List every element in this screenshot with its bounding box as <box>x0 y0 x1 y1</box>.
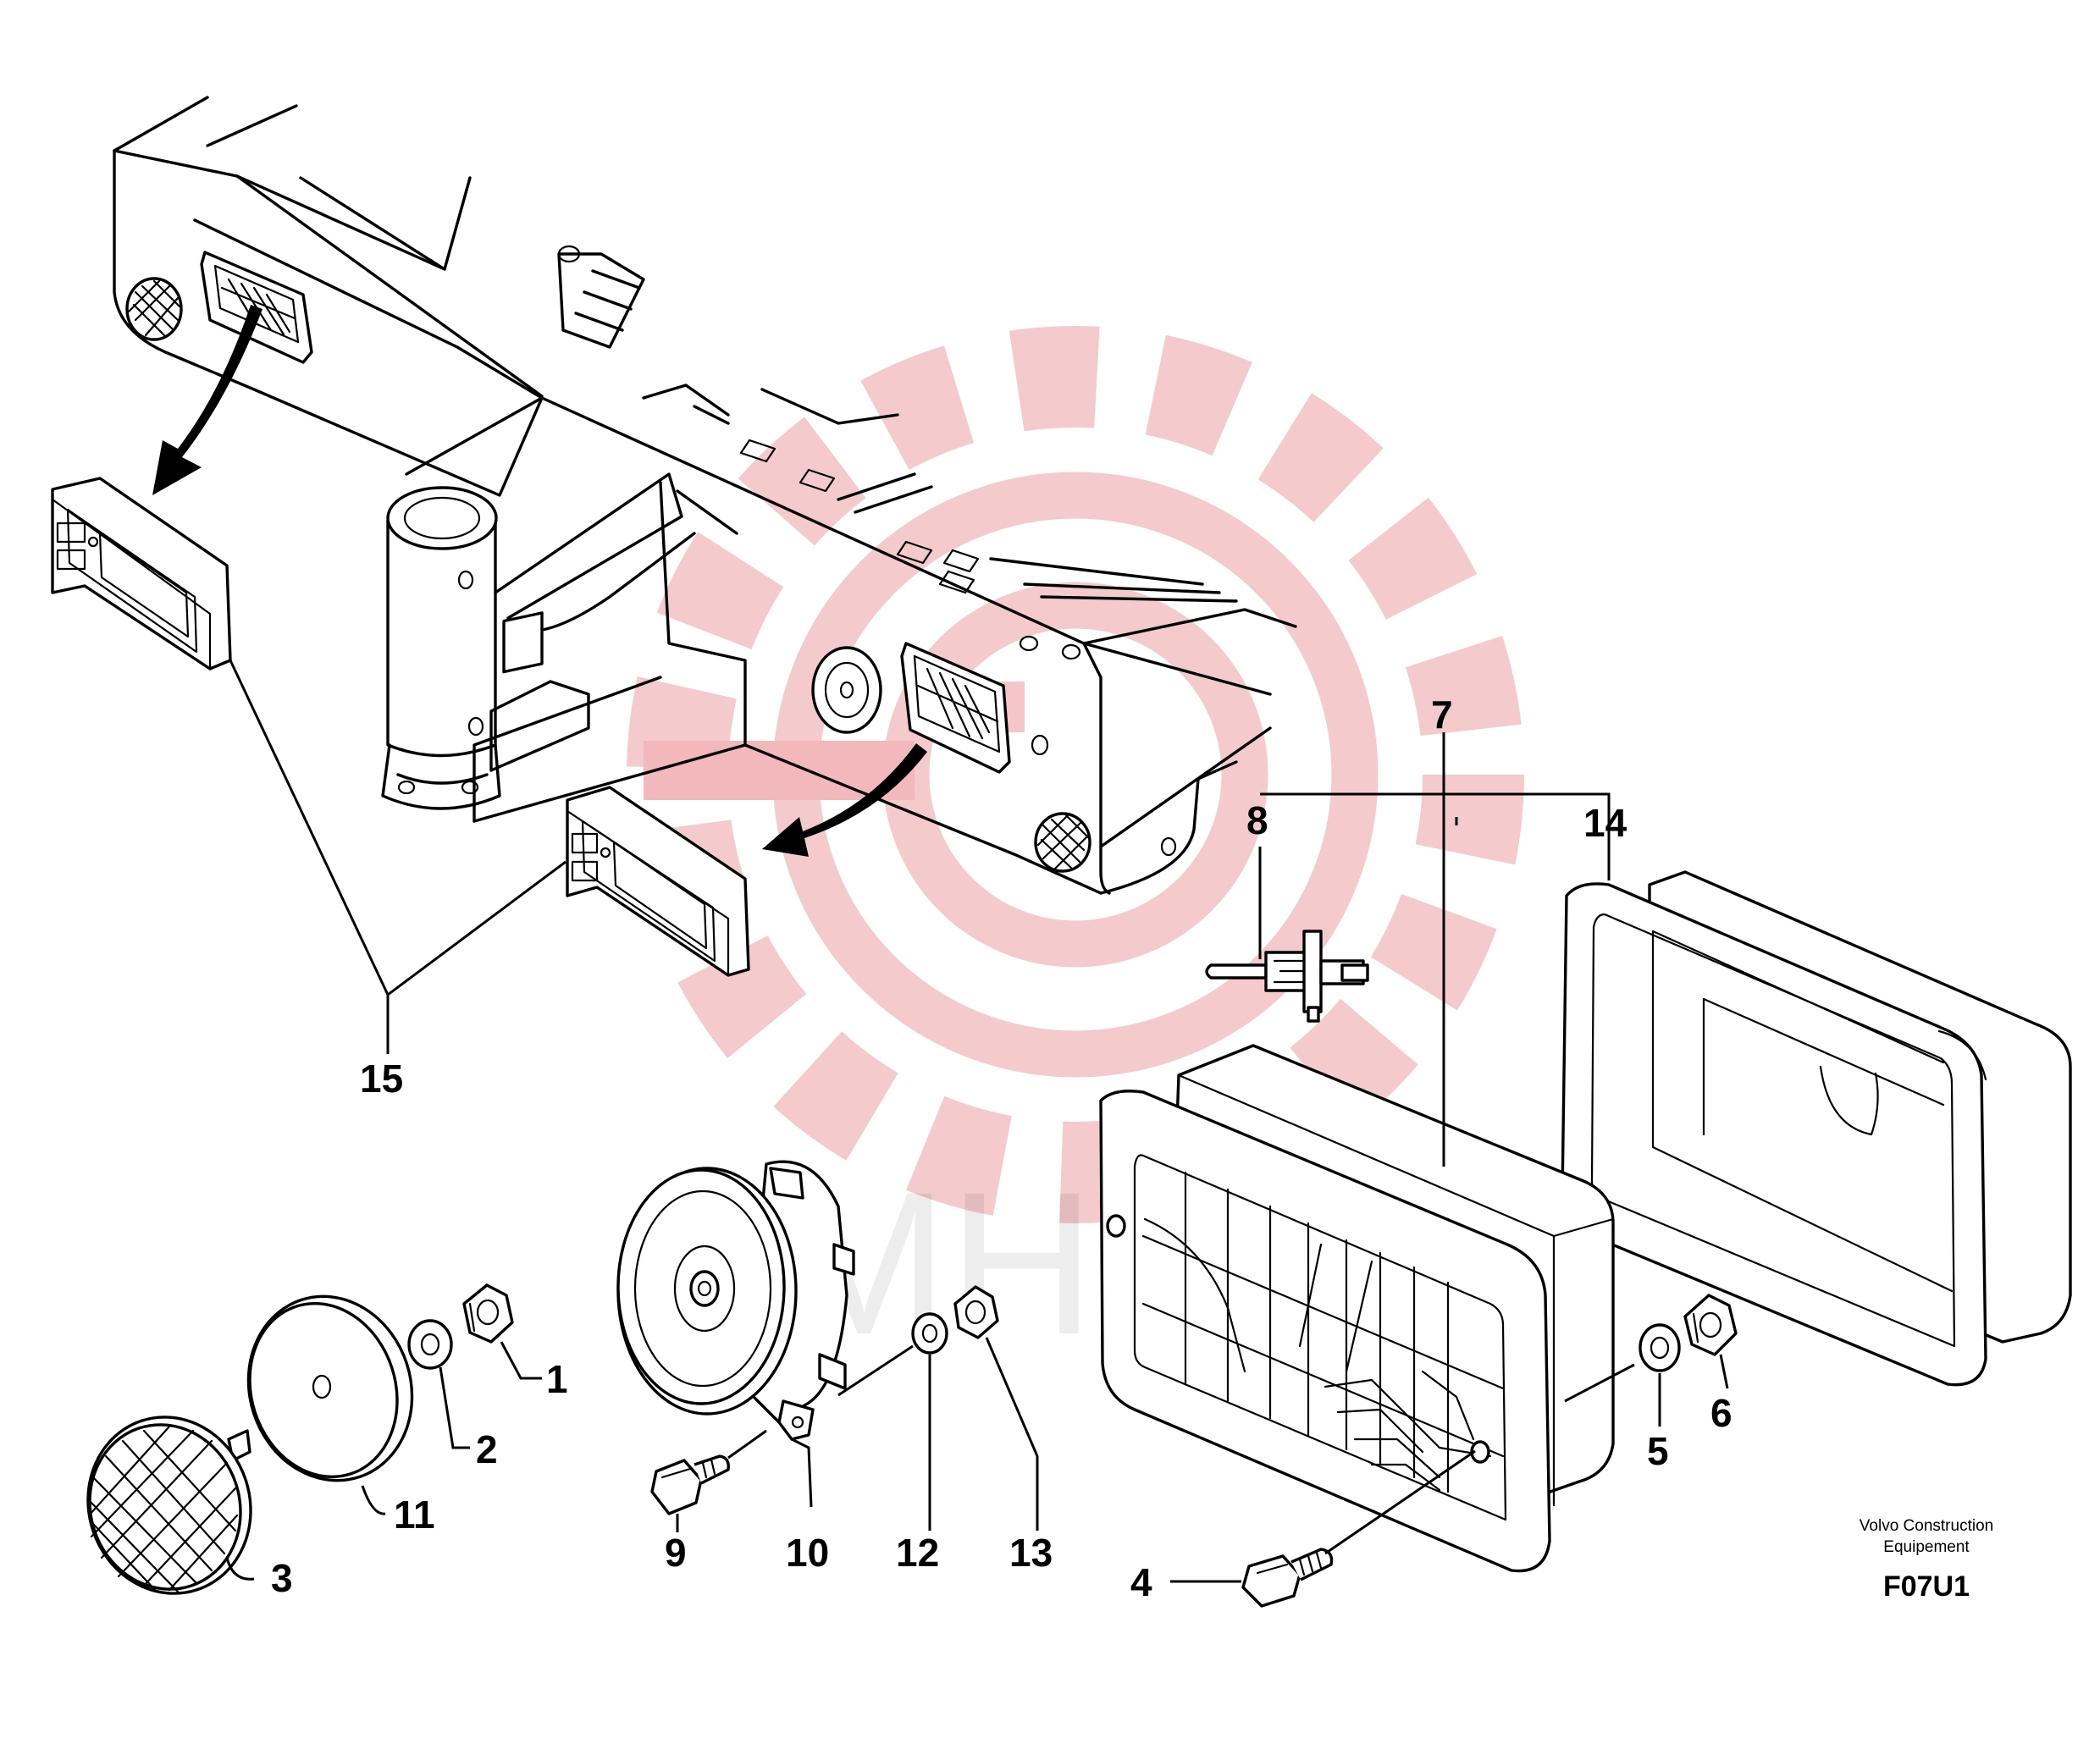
callout-7: 7 <box>1431 693 1453 737</box>
leader-9b <box>727 1429 767 1460</box>
leader-12a <box>837 1344 914 1397</box>
headlight <box>1099 1044 1615 1573</box>
nut-13 <box>953 1285 999 1339</box>
callout-12: 12 <box>896 1531 939 1575</box>
frame-horn-disc <box>811 646 882 734</box>
callout-13: 13 <box>1009 1531 1053 1575</box>
leader-13 <box>985 1337 1039 1531</box>
leader-3 <box>225 1557 255 1581</box>
leader-8 <box>1258 792 1611 959</box>
leader-2 <box>439 1366 470 1449</box>
pivot-tower <box>381 486 501 810</box>
figure-code: F07U1 <box>1883 1570 1970 1603</box>
leader-15 <box>229 660 566 997</box>
callout-9: 9 <box>665 1531 687 1575</box>
leader-1 <box>500 1341 542 1380</box>
caption-block: Volvo Construction Equipement F07U1 <box>1860 1517 1993 1603</box>
callout-8: 8 <box>1246 798 1268 842</box>
callout-labels: 1 2 3 4 5 6 7 8 9 10 11 12 13 14 15 <box>271 693 1732 1604</box>
reflector-3 <box>86 1416 252 1595</box>
frame-rear-light <box>900 642 1011 774</box>
horn <box>616 1160 855 1441</box>
nut-6 <box>1683 1294 1738 1356</box>
callout-5: 5 <box>1647 1429 1669 1473</box>
callout-14: 14 <box>1583 801 1628 845</box>
washer-5 <box>1639 1323 1681 1372</box>
callout-10: 10 <box>786 1531 829 1575</box>
caption-line-2: Equipement <box>1883 1538 1970 1556</box>
callout-6: 6 <box>1710 1391 1732 1435</box>
leader-10 <box>791 1438 813 1508</box>
callout-11: 11 <box>394 1493 435 1537</box>
bulb <box>1205 930 1369 1023</box>
bolt-4 <box>1241 1548 1334 1608</box>
bezel-lower <box>566 786 750 977</box>
callout-4: 4 <box>1130 1560 1152 1604</box>
light-housing <box>1561 870 2072 1387</box>
watermark-logo <box>627 326 1524 1223</box>
washer-12 <box>911 1312 948 1355</box>
caption-line-1: Volvo Construction <box>1860 1517 1993 1535</box>
nut-1 <box>462 1283 514 1344</box>
leader-5a <box>1564 1363 1635 1403</box>
leader-4b <box>1324 1449 1476 1555</box>
leader-11 <box>361 1485 386 1515</box>
plate-11 <box>246 1294 414 1482</box>
callout-3: 3 <box>271 1556 293 1600</box>
leader-6 <box>1719 1354 1729 1389</box>
install-arrows <box>152 305 927 857</box>
frame-reflector <box>1034 812 1091 873</box>
callout-1: 1 <box>546 1357 568 1401</box>
callout-15: 15 <box>360 1057 403 1101</box>
washer-2 <box>407 1319 453 1370</box>
bolt-9 <box>650 1454 730 1515</box>
callout-2: 2 <box>476 1427 498 1471</box>
bezel-upper <box>51 477 232 671</box>
upper-reflector <box>125 277 183 341</box>
